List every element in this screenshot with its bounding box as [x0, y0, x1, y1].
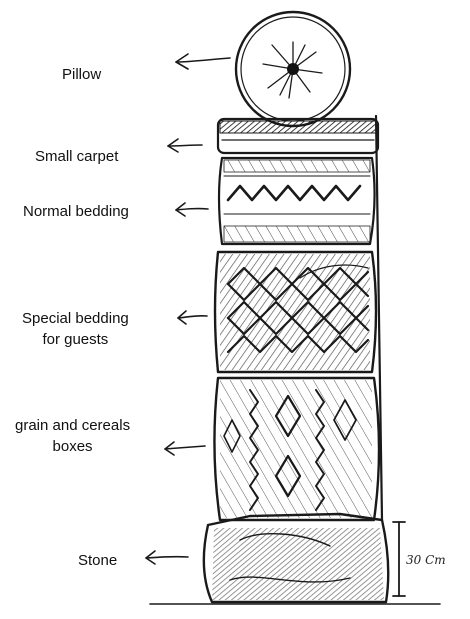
arrow-small-carpet [168, 139, 202, 152]
grain-boxes-drawing [214, 378, 379, 520]
arrow-normal-bedding [176, 203, 208, 216]
height-dimension-mark [393, 522, 405, 596]
height-note: 30 Cm [406, 553, 446, 567]
arrow-stone [146, 551, 188, 564]
arrow-special-bedding [178, 311, 207, 324]
arrow-grain-boxes [165, 442, 205, 455]
normal-bedding-drawing [219, 158, 375, 244]
stone-drawing [204, 514, 388, 602]
pillow-drawing [236, 12, 350, 126]
arrow-pillow [176, 54, 230, 69]
small-carpet-drawing [218, 119, 378, 153]
special-bedding-drawing [215, 252, 376, 372]
